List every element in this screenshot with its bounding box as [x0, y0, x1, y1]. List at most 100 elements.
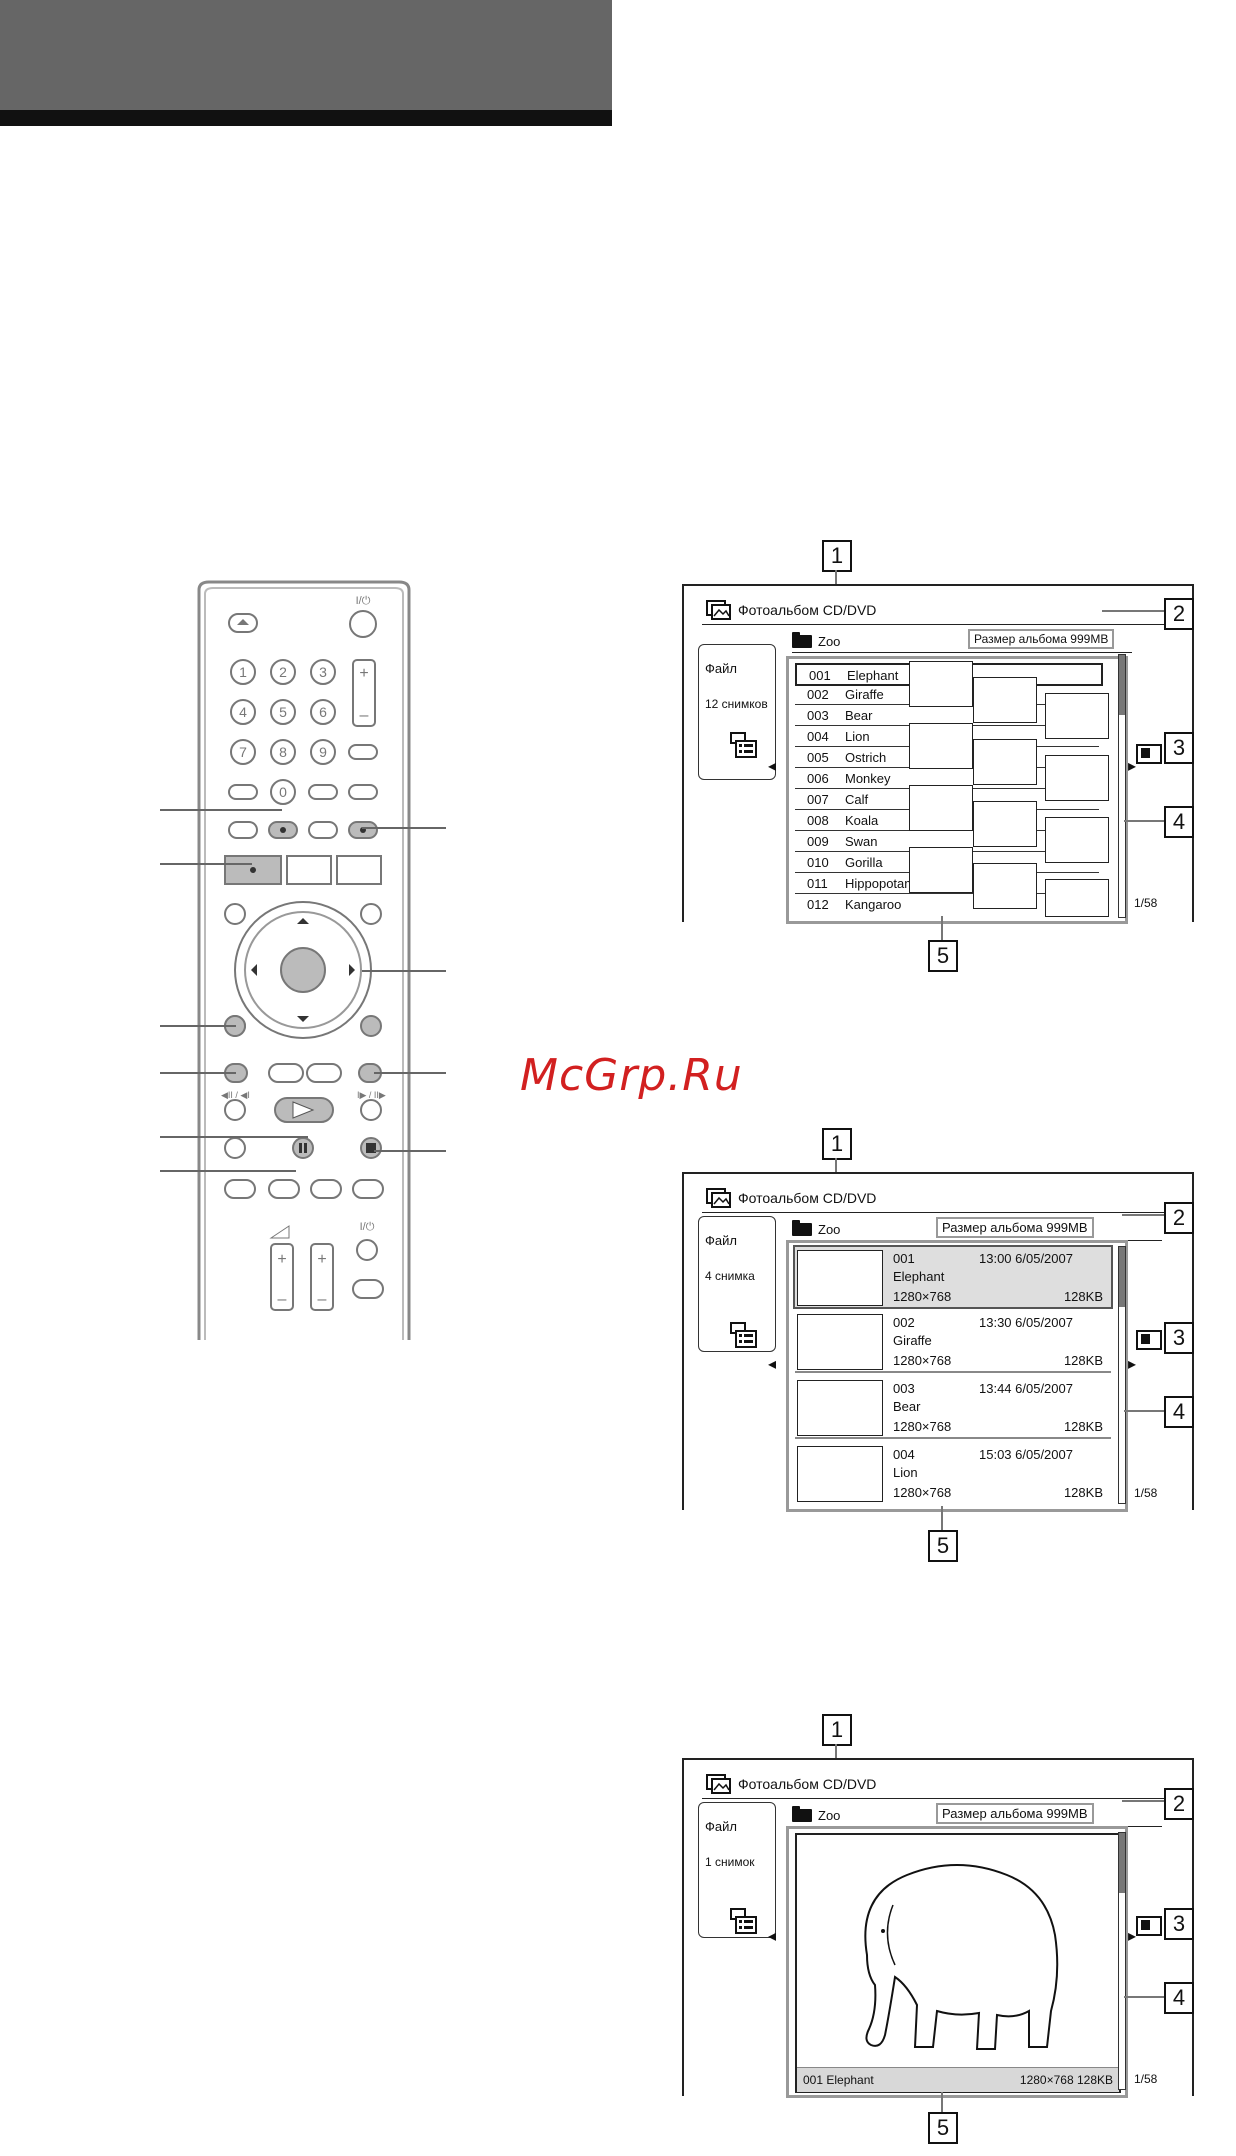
- svg-text:I/⏻: I/⏻: [356, 595, 371, 607]
- display-mode-icon: [1136, 744, 1162, 764]
- leader-line: [160, 1170, 296, 1172]
- callout-1: 1: [822, 540, 852, 572]
- thumbnail-giraffe: [973, 677, 1037, 723]
- title-rule: [702, 1212, 1176, 1213]
- svg-text:–: –: [318, 1291, 327, 1308]
- screen-title: Фотоальбом CD/DVD: [706, 1774, 876, 1794]
- photo-album-icon: [706, 1774, 731, 1794]
- thumbnail-lion: [909, 723, 973, 769]
- leader-line: [160, 863, 252, 865]
- callout-5: 5: [928, 940, 958, 972]
- screen-title-text: Фотоальбом CD/DVD: [738, 1190, 877, 1206]
- screen-title: Фотоальбом CD/DVD: [706, 1188, 876, 1208]
- screen-detail-view: 1 Фотоальбом CD/DVD Файл 4 снимка ◂ ▸ Zo…: [682, 1128, 1194, 1512]
- leader-line: [374, 1072, 446, 1074]
- callout-5: 5: [928, 2112, 958, 2144]
- display-mode-icon: [1136, 1330, 1162, 1350]
- callout-3: 3: [1164, 1322, 1194, 1354]
- file-panel: Файл 4 снимка: [698, 1216, 776, 1352]
- callout-3: 3: [1164, 732, 1194, 764]
- list-view-icon: [730, 1908, 757, 1934]
- file-panel-count: 4 снимка: [705, 1269, 755, 1283]
- page-indicator: 1/58: [1134, 1486, 1158, 1500]
- callout-4: 4: [1164, 806, 1194, 838]
- file-panel-label: Файл: [705, 1233, 737, 1248]
- folder-name: Zoo: [818, 1808, 841, 1823]
- arrow-left-icon: ◂: [768, 1928, 777, 1945]
- svg-text:0: 0: [279, 784, 287, 800]
- callout-4: 4: [1164, 1982, 1194, 2014]
- screen-title-text: Фотоальбом CD/DVD: [738, 602, 877, 618]
- svg-text:1: 1: [239, 664, 247, 680]
- thumbnail-hippopotamus: [973, 863, 1037, 909]
- title-rule: [702, 1798, 1176, 1799]
- leader-line: [1122, 1214, 1164, 1216]
- enter-button[interactable]: [280, 947, 326, 993]
- screen-title: Фотоальбом CD/DVD: [706, 600, 876, 620]
- svg-text:7: 7: [239, 744, 247, 760]
- number-keypad[interactable]: [228, 659, 378, 805]
- callout-3: 3: [1164, 1908, 1194, 1940]
- folder-label: Zoo: [792, 1806, 841, 1823]
- file-panel-label: Файл: [705, 1819, 737, 1834]
- folder-icon: [792, 1806, 812, 1822]
- svg-text:–: –: [278, 1291, 287, 1308]
- folder-name: Zoo: [818, 634, 841, 649]
- callout-2: 2: [1164, 598, 1194, 630]
- preview-caption-bar: 001 Elephant 1280×768 128KB: [797, 2067, 1119, 2092]
- leader-line: [160, 1025, 236, 1027]
- svg-text:I/⏻: I/⏻: [360, 1221, 375, 1233]
- leader-line: [941, 1506, 943, 1530]
- folder-icon: [792, 1220, 812, 1236]
- screen-frame: Фотоальбом CD/DVD Файл 12 снимков ◂ ▸ Zo…: [682, 584, 1194, 924]
- svg-text:◀II / ◀I: ◀II / ◀I: [221, 1090, 250, 1100]
- scrollbar[interactable]: [1118, 1832, 1126, 2090]
- folder-rule: [792, 652, 1132, 653]
- file-panel-count: 12 снимков: [705, 697, 768, 711]
- arrow-right-icon: ▸: [1128, 1356, 1137, 1373]
- leader-line: [362, 827, 446, 829]
- arrow-right-icon: ▸: [1128, 1928, 1137, 1945]
- album-size-label: Размер альбома 999MB: [968, 629, 1115, 649]
- folder-label: Zoo: [792, 1220, 840, 1237]
- svg-text:+: +: [359, 665, 368, 682]
- album-size-label: Размер альбома 999MB: [936, 1803, 1094, 1824]
- thumbnail-gorilla: [909, 847, 973, 893]
- svg-text:6: 6: [319, 704, 327, 720]
- svg-text:–: –: [360, 707, 369, 724]
- arrow-left-icon: ◂: [768, 758, 777, 775]
- leader-line: [1102, 610, 1164, 612]
- file-panel: Файл 1 снимок: [698, 1802, 776, 1938]
- display-mode-icon: [1136, 1916, 1162, 1936]
- scrollbar[interactable]: [1118, 1246, 1126, 1504]
- screen-frame: Фотоальбом CD/DVD Файл 1 снимок ◂ ▸ Zoo …: [682, 1758, 1194, 2098]
- page-indicator: 1/58: [1134, 2072, 1158, 2086]
- page-indicator: 1/58: [1134, 896, 1158, 910]
- callout-1: 1: [822, 1128, 852, 1160]
- svg-text:I▶ / II▶: I▶ / II▶: [357, 1090, 386, 1100]
- file-panel-label: Файл: [705, 661, 737, 676]
- power-button[interactable]: [349, 610, 377, 638]
- file-panel: Файл 12 снимков: [698, 644, 776, 780]
- scrollbar[interactable]: [1118, 654, 1126, 918]
- screen-title-text: Фотоальбом CD/DVD: [738, 1776, 877, 1792]
- list-view-icon: [730, 1322, 757, 1348]
- svg-text:5: 5: [279, 704, 287, 720]
- callout-1: 1: [822, 1714, 852, 1746]
- callout-2: 2: [1164, 1788, 1194, 1820]
- thumbnail-elephant: [797, 1250, 883, 1306]
- arrow-right-icon: ▸: [1128, 758, 1137, 775]
- image-preview: 001 Elephant 1280×768 128KB: [786, 1826, 1128, 2098]
- svg-text:+: +: [277, 1251, 286, 1268]
- leader-line: [160, 1136, 308, 1138]
